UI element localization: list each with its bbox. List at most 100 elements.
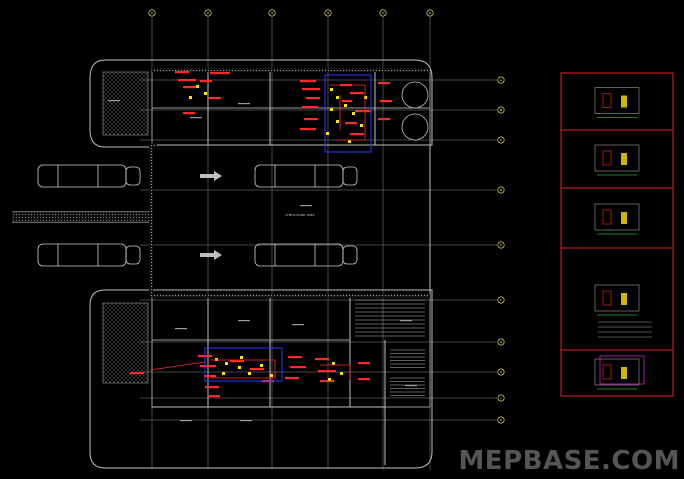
detail-frame xyxy=(594,87,640,118)
arrow-icon xyxy=(200,250,222,260)
grid-bubble-icon xyxy=(379,9,387,17)
red-annotation-tag xyxy=(230,360,244,363)
arrow-icon xyxy=(200,171,222,181)
hatched-walls xyxy=(12,68,430,384)
pipe-line xyxy=(210,359,276,379)
grid-row-label: J xyxy=(500,396,502,400)
equipment-symbol-icon xyxy=(326,132,329,135)
room-label-mark xyxy=(180,420,192,422)
red-annotation-tag xyxy=(355,110,371,113)
pipe-line xyxy=(149,361,206,371)
room-label-mark xyxy=(238,320,250,322)
detail-frame xyxy=(594,203,640,235)
tanks xyxy=(401,81,429,141)
grid-bubble-icon xyxy=(497,241,505,249)
red-annotation-tag xyxy=(288,356,302,359)
equipment-symbol-icon xyxy=(360,124,363,127)
grid-row-label: C xyxy=(500,138,502,142)
red-annotation-tag xyxy=(200,365,216,368)
grid-row-label: F xyxy=(500,298,502,302)
grid-bubble-icon xyxy=(204,9,212,17)
red-annotation-tag xyxy=(380,100,392,103)
red-annotation-tag xyxy=(183,112,195,115)
bottom-highlight-box xyxy=(204,347,283,382)
grid-bubble-icon xyxy=(497,106,505,114)
red-annotation-tag xyxy=(205,386,219,389)
red-annotation-tag xyxy=(210,72,230,75)
equipment-symbol-icon xyxy=(328,378,331,381)
equipment-symbol-icon xyxy=(248,372,251,375)
equipment-symbol-icon xyxy=(336,120,339,123)
room-label-mark xyxy=(405,385,417,387)
red-annotation-tag xyxy=(306,97,320,100)
room-label-mark xyxy=(400,320,412,322)
red-annotation-tag xyxy=(350,133,364,136)
equipment-symbol-icon xyxy=(189,96,192,99)
red-annotation-tag xyxy=(285,377,299,380)
equipment-symbol-icon xyxy=(336,96,339,99)
grid-column-label: 6 xyxy=(429,11,431,15)
bottom-left-planter xyxy=(102,302,149,384)
room-label-mark xyxy=(238,103,250,105)
grid-bubble-icon xyxy=(497,338,505,346)
red-annotation-tag xyxy=(290,366,306,369)
truck-icon xyxy=(37,164,141,188)
red-annotation-tag xyxy=(302,88,320,91)
red-annotation-tag xyxy=(350,92,364,95)
red-annotation-tag xyxy=(318,370,336,373)
grid-row-label: D xyxy=(500,188,503,192)
red-annotation-tag xyxy=(378,118,390,121)
equipment-symbol-icon xyxy=(204,92,207,95)
equipment-symbol-icon xyxy=(330,108,333,111)
grid-row-label: K xyxy=(500,418,503,422)
red-annotation-tag xyxy=(358,362,370,365)
check-point-area-outline xyxy=(151,144,431,298)
grid-bubble-icon xyxy=(497,76,505,84)
details-panel-frame xyxy=(560,72,674,397)
equipment-symbol-icon xyxy=(222,372,225,375)
equipment-symbol-icon xyxy=(196,85,199,88)
grid-lines xyxy=(140,17,497,470)
room-label-mark xyxy=(300,205,312,207)
bottom-block-outline xyxy=(89,289,433,469)
equipment-symbol-icon xyxy=(240,356,243,359)
traffic-arrows xyxy=(200,171,222,260)
detail-frame xyxy=(594,358,640,390)
red-annotation-tag xyxy=(345,122,357,125)
equipment-symbol-icon xyxy=(348,140,351,143)
red-annotation-tag xyxy=(342,100,352,103)
grid-bubble-icon xyxy=(497,136,505,144)
grid-bubble-icon xyxy=(497,416,505,424)
equipment-symbol-icon xyxy=(260,364,263,367)
grid-bubble-icon xyxy=(426,9,434,17)
pipe-line xyxy=(320,364,351,380)
grid-row-label: H xyxy=(500,370,502,374)
grid-bubble-icon xyxy=(148,9,156,17)
red-annotation-tag xyxy=(178,79,196,82)
red-annotation-tag xyxy=(358,378,370,381)
equipment-symbol-icon xyxy=(332,362,335,365)
grid-bubble-icon xyxy=(497,368,505,376)
grid-bubble-icon xyxy=(497,186,505,194)
watermark: MEPBASE.COM xyxy=(458,446,680,476)
red-annotation-tag xyxy=(302,106,318,109)
red-annotation-tag xyxy=(175,71,189,74)
grid-column-label: 1 xyxy=(151,11,153,15)
grid-row-label: A xyxy=(500,78,503,82)
top-left-planter xyxy=(102,71,149,136)
equipment-symbol-icon xyxy=(270,374,273,377)
equipment-symbol-icon xyxy=(215,358,218,361)
red-annotation-tag xyxy=(130,372,144,375)
vehicles xyxy=(37,164,358,267)
equipment-symbol-icon xyxy=(364,96,367,99)
grid-bubble-icon xyxy=(268,9,276,17)
room-label-mark xyxy=(175,328,187,330)
top-block-outline xyxy=(89,59,433,148)
grid-bubble-icon xyxy=(324,9,332,17)
red-annotation-tag xyxy=(300,80,316,83)
red-annotation-tag xyxy=(204,375,216,378)
pipe-line xyxy=(330,84,366,141)
truck-icon xyxy=(254,164,358,188)
bottom-wall-hatch xyxy=(152,294,430,298)
